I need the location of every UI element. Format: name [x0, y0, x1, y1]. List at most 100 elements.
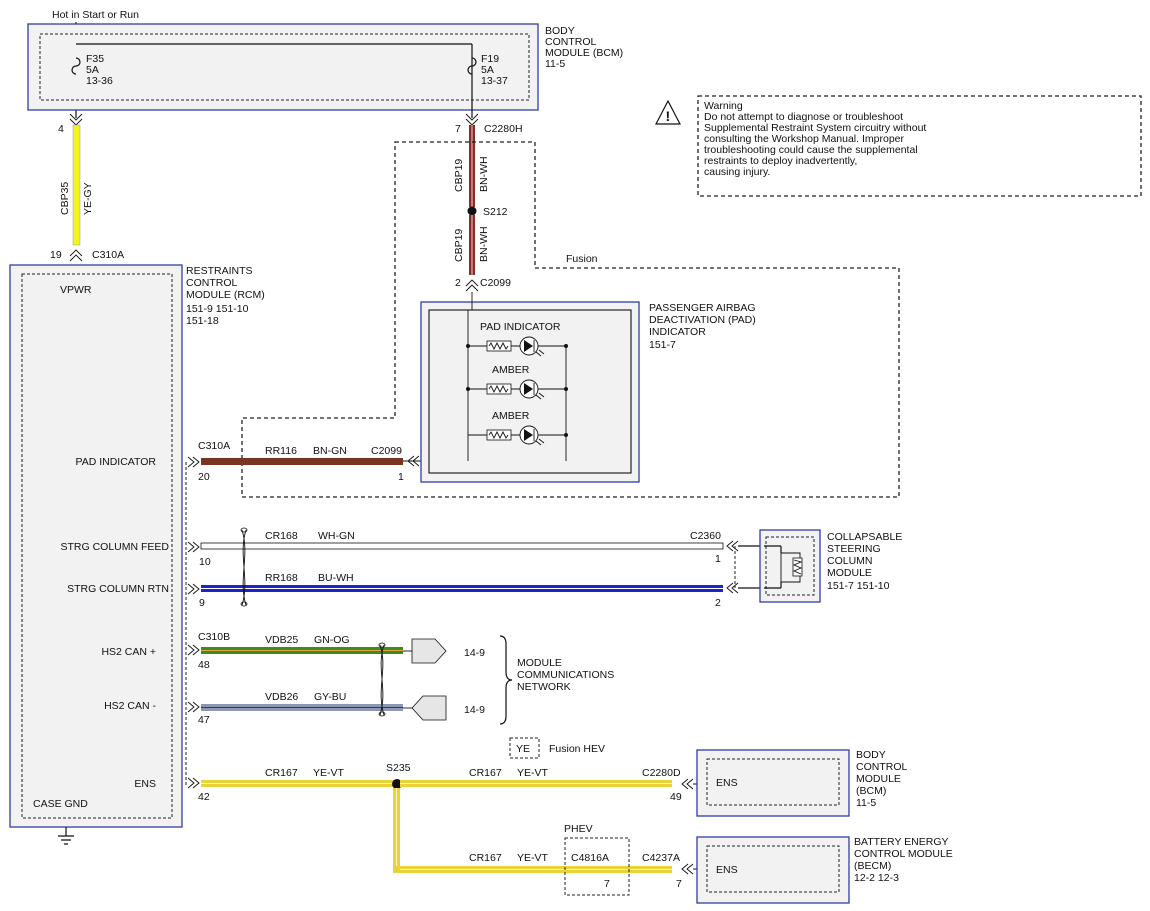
rcm-vpwr: VPWR: [60, 284, 92, 296]
twisted-pair-icon: [241, 529, 247, 606]
wire-rr168-color: BU-WH: [318, 572, 354, 584]
fuse-f35-rating: 5A: [86, 64, 99, 76]
splice-s235-label: S235: [386, 762, 411, 774]
wire-cbp19-upper-color: BN-WH: [478, 156, 490, 192]
ccsm-title-4: MODULE: [827, 567, 872, 579]
mcn-title-3: NETWORK: [517, 681, 571, 693]
rcm-ens: ENS: [134, 778, 156, 790]
warning-line-5: troubleshooting could cause the suppleme…: [704, 144, 918, 156]
wire-rr116-circuit: RR116: [265, 445, 297, 457]
rcm-box: [9, 264, 183, 828]
rcm-pad-indicator: PAD INDICATOR: [75, 456, 156, 468]
rcm-hs2-can-plus: HS2 CAN +: [101, 646, 156, 658]
mcn-title-1: MODULE: [517, 657, 562, 669]
twisted-pair-icon: [379, 644, 385, 716]
ccsm-title-3: COLUMN: [827, 555, 873, 567]
connector-flag-icon: [411, 695, 447, 721]
rcm-title-4: 151-9 151-10: [186, 303, 249, 315]
rcm-hs2-can-minus: HS2 CAN -: [104, 700, 156, 712]
becm-title-2: CONTROL MODULE: [854, 848, 953, 860]
c310a-top-label: C310A: [92, 249, 124, 261]
fusion-region-outline: [241, 141, 900, 498]
wire-rr116-color: BN-GN: [313, 445, 347, 457]
warning-icon: [655, 99, 681, 125]
c310b-label: C310B: [198, 631, 230, 643]
wire-cr168-color: WH-GN: [318, 530, 355, 542]
c4237a-pin: 7: [676, 878, 682, 890]
pad-led-3-label: AMBER: [492, 410, 530, 422]
bcm-bottom-ens: ENS: [716, 777, 738, 789]
wire-vdb26-circuit: VDB26: [265, 691, 298, 703]
rr116-pin-right: 1: [398, 471, 404, 483]
ground-icon: [58, 835, 74, 845]
vdb25-ref: 14-9: [464, 647, 485, 659]
cr168-pin-left: 10: [199, 556, 211, 568]
pad-led-2-label: AMBER: [492, 364, 530, 376]
bcm-bottom-box: [696, 749, 850, 817]
phev-label: PHEV: [564, 823, 593, 835]
rcm-strg-feed: STRG COLUMN FEED: [60, 541, 169, 553]
becm-title-1: BATTERY ENERGY: [854, 836, 949, 848]
wire-cbp19-lower-color: BN-WH: [478, 226, 490, 262]
wire-cr167-right-circuit: CR167: [469, 767, 502, 779]
supply-label: Hot in Start or Run: [52, 9, 139, 21]
pad-title-2: DEACTIVATION (PAD): [649, 314, 756, 326]
wire-cr168-circuit: CR168: [265, 530, 298, 542]
becm-title-3: (BECM): [854, 860, 891, 872]
wire-cbp19-lower-circuit: CBP19: [453, 229, 465, 262]
mcn-title-2: COMMUNICATIONS: [517, 669, 614, 681]
splice-s212-label: S212: [483, 206, 508, 218]
fuse-f19-rating: 5A: [481, 64, 494, 76]
bcm-bottom-title-2: CONTROL: [856, 761, 907, 773]
rr168-pin-left: 9: [199, 597, 205, 609]
becm-box: [696, 836, 850, 904]
connector-arrow-icon: [69, 249, 83, 262]
rcm-title-5: 151-18: [186, 315, 219, 327]
ccsm-title-5: 151-7 151-10: [827, 580, 890, 592]
led-row-3: [468, 425, 568, 446]
wire-cr167-right-color: YE-VT: [517, 767, 549, 779]
ccsm-title-1: COLLAPSABLE: [827, 531, 902, 543]
bcm-bottom-title-3: MODULE: [856, 773, 901, 785]
warning-line-1: Warning: [704, 100, 743, 112]
wire-cr167-left-color: YE-VT: [313, 767, 345, 779]
fuse-f35-ref: 13-36: [86, 75, 113, 87]
wire-cr167-left-circuit: CR167: [265, 767, 298, 779]
fuse-f35-icon: [71, 57, 81, 75]
pad-title-3: INDICATOR: [649, 326, 706, 338]
fuse-f19-ref: 13-37: [481, 75, 508, 87]
fusion-label: Fusion: [566, 253, 598, 265]
wire-cbp35-color: YE-GY: [82, 182, 94, 215]
bcm-top-title-3: MODULE (BCM): [545, 47, 623, 59]
c4816a-pin: 7: [604, 878, 610, 890]
bcm-top-title-1: BODY: [545, 25, 575, 37]
ye-legend-box: [509, 737, 540, 759]
rcm-title-3: MODULE (RCM): [186, 289, 265, 301]
bcm-top-title-2: CONTROL: [545, 36, 596, 48]
svg-text:!: !: [666, 108, 671, 124]
splice-s212: [467, 206, 477, 216]
rr116-connector-right: C2099: [371, 445, 402, 457]
c2280h-label: C2280H: [484, 123, 523, 135]
c2280d-label: C2280D: [642, 767, 681, 779]
wire-vdb25-circuit: VDB25: [265, 634, 298, 646]
rr116-pin-left: 20: [198, 471, 210, 483]
warning-line-6: restraints to deploy inadvertently,: [704, 155, 857, 167]
ccsm-box: [759, 529, 821, 603]
wire-cr167-bottom-color: YE-VT: [517, 852, 549, 864]
connector-arrow-icon: [465, 279, 479, 292]
ye-legend-code: YE: [516, 743, 530, 755]
cbp19-pin-bottom: 2: [455, 277, 461, 289]
fuse-f19-name: F19: [481, 53, 499, 65]
c4237a-label: C4237A: [642, 852, 680, 864]
ye-legend-label: Fusion HEV: [549, 743, 605, 755]
cr168-pin-right: 1: [715, 553, 721, 565]
bcm-top-box: [27, 23, 539, 111]
cbp19-pin-top: 7: [455, 123, 461, 135]
c4816a-box: [564, 837, 630, 896]
c2099-top-label: C2099: [480, 277, 511, 289]
fuse-f35-name: F35: [86, 53, 104, 65]
wire-cr167-bottom-circuit: CR167: [469, 852, 502, 864]
rcm-title-2: CONTROL: [186, 277, 237, 289]
